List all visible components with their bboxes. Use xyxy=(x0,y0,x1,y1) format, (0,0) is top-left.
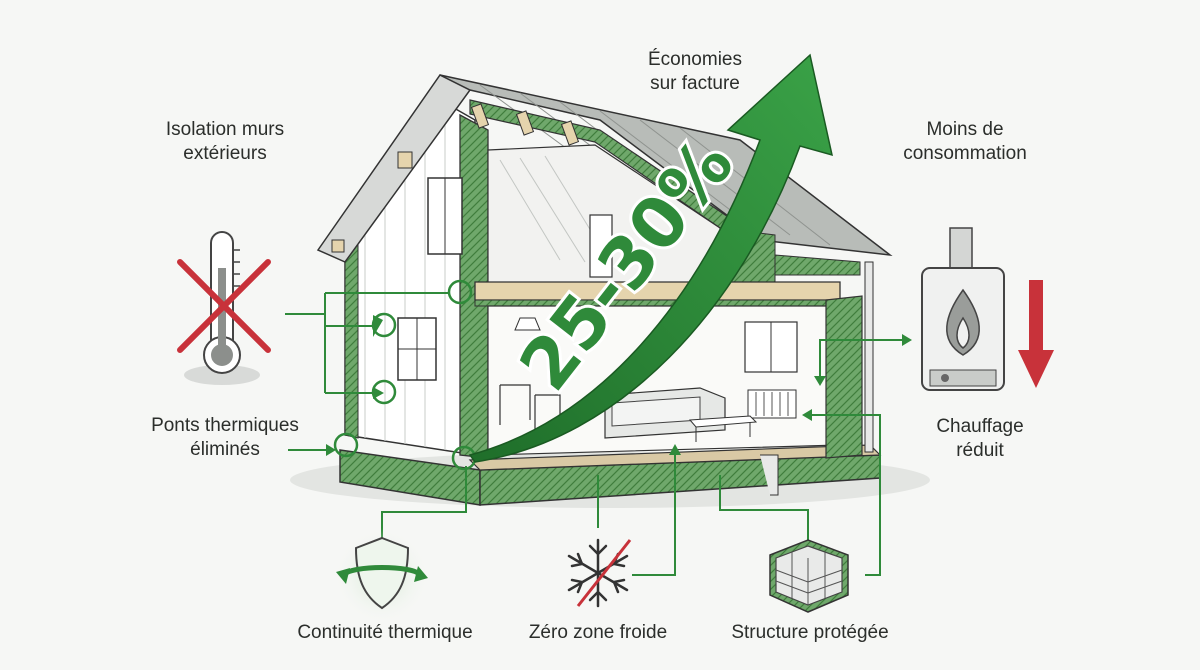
isolation-label-line1: Isolation murs xyxy=(165,119,285,140)
isolation-label-line2: extérieurs xyxy=(183,143,267,164)
ponts-label-line1: Ponts thermiques xyxy=(151,415,299,436)
down-arrow-icon xyxy=(1018,280,1054,388)
chauffage-label: Chauffage réduit xyxy=(915,415,1045,463)
connector-lines xyxy=(285,292,905,576)
ponts-label-line2: éliminés xyxy=(190,439,260,460)
growth-arrow-icon xyxy=(468,53,834,463)
economies-label: Économies sur facture xyxy=(625,48,765,96)
house-cutaway-illustration xyxy=(316,74,893,506)
economies-label-line1: Économies xyxy=(648,49,742,70)
snowflake-strike xyxy=(576,539,632,607)
chauffage-label-line1: Chauffage xyxy=(936,416,1024,437)
moins-label: Moins de consommation xyxy=(880,118,1050,166)
crossed-out-icon xyxy=(177,259,271,353)
ponts-label: Ponts thermiques éliminés xyxy=(130,414,320,462)
structure-label: Structure protégée xyxy=(731,622,889,643)
continuite-label: Continuité thermique xyxy=(297,622,473,643)
flame-icon xyxy=(946,288,980,356)
zero-label: Zéro zone froide xyxy=(528,622,668,643)
snowflake-icon xyxy=(567,538,629,608)
shield-icon xyxy=(336,536,428,610)
thermal-bridge-markers xyxy=(333,279,477,471)
isolation-label: Isolation murs extérieurs xyxy=(140,118,310,166)
moins-label-line1: Moins de xyxy=(926,119,1004,140)
economies-label-line2: sur facture xyxy=(650,73,740,94)
moins-label-line2: consommation xyxy=(903,143,1027,164)
bricks-icon xyxy=(769,539,849,613)
boiler-icon xyxy=(921,227,1005,391)
chauffage-label-line2: réduit xyxy=(956,440,1004,461)
